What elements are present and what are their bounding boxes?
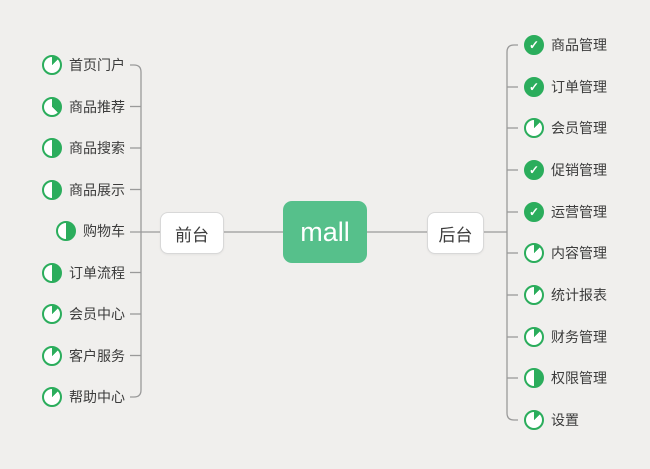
topic-member-center[interactable]: 会员中心 <box>42 302 125 326</box>
front-branch-node[interactable]: 前台 <box>160 212 224 254</box>
topic-settings[interactable]: 设置 <box>524 408 579 432</box>
topic-label: 商品推荐 <box>69 98 125 115</box>
topic-label: 统计报表 <box>551 286 607 303</box>
topic-label: 商品展示 <box>69 181 125 198</box>
topic-label: 购物车 <box>83 223 125 239</box>
topic-label: 促销管理 <box>551 161 607 178</box>
topic-permission-manage[interactable]: 权限管理 <box>524 366 607 390</box>
topic-home-portal[interactable]: 首页门户 <box>42 53 125 77</box>
check-icon: ✓ <box>524 76 544 97</box>
topic-label: 会员管理 <box>551 120 607 137</box>
topic-finance-manage[interactable]: 财务管理 <box>524 325 607 349</box>
topic-label: 商品搜索 <box>69 140 125 156</box>
back-branch-node[interactable]: 后台 <box>427 212 484 254</box>
topic-member-manage[interactable]: 会员管理 <box>524 116 607 140</box>
topic-label: 帮助中心 <box>69 389 125 405</box>
progress-pie-icon <box>42 138 62 158</box>
progress-pie-icon <box>524 284 544 305</box>
topic-label: 订单流程 <box>69 264 125 281</box>
topic-promotion-manage[interactable]: ✓ 促销管理 <box>524 158 607 182</box>
progress-pie-icon <box>42 96 62 117</box>
topic-statistics-report[interactable]: 统计报表 <box>524 283 607 307</box>
progress-pie-icon <box>42 55 62 75</box>
topic-label: 订单管理 <box>551 78 607 95</box>
topic-content-manage[interactable]: 内容管理 <box>524 241 607 265</box>
front-branch-topics: 首页门户 商品推荐 商品搜索 商品展示 购物车 订单流程 会员中心 客户服务 帮… <box>0 53 125 409</box>
progress-pie-icon <box>524 243 544 264</box>
topic-product-manage[interactable]: ✓ 商品管理 <box>524 33 607 57</box>
topic-shopping-cart[interactable]: 购物车 <box>56 219 125 243</box>
progress-pie-icon <box>42 262 62 283</box>
topic-product-search[interactable]: 商品搜索 <box>42 136 125 160</box>
topic-order-flow[interactable]: 订单流程 <box>42 261 125 285</box>
topic-label: 财务管理 <box>551 328 607 345</box>
progress-pie-icon <box>524 409 544 430</box>
root-node-mall[interactable]: mall <box>283 201 367 263</box>
topic-order-manage[interactable]: ✓ 订单管理 <box>524 75 607 99</box>
progress-pie-icon <box>56 221 76 241</box>
topic-label: 首页门户 <box>69 57 125 73</box>
progress-pie-icon <box>524 118 544 139</box>
topic-label: 商品管理 <box>551 37 607 53</box>
topic-label: 内容管理 <box>551 245 607 262</box>
topic-label: 权限管理 <box>551 370 607 387</box>
topic-label: 设置 <box>551 411 579 428</box>
progress-pie-icon <box>42 345 62 366</box>
progress-pie-icon <box>524 326 544 347</box>
check-icon: ✓ <box>524 35 544 55</box>
progress-pie-icon <box>42 387 62 407</box>
topic-customer-service[interactable]: 客户服务 <box>42 344 125 368</box>
topic-product-display[interactable]: 商品展示 <box>42 178 125 202</box>
topic-help-center[interactable]: 帮助中心 <box>42 385 125 409</box>
topic-label: 客户服务 <box>69 347 125 364</box>
progress-pie-icon <box>524 368 544 389</box>
back-branch-topics: ✓ 商品管理 ✓ 订单管理 会员管理 ✓ 促销管理 ✓ 运营管理 内容管理 统计… <box>524 33 607 432</box>
progress-pie-icon <box>42 304 62 324</box>
check-icon: ✓ <box>524 201 544 222</box>
topic-label: 运营管理 <box>551 203 607 220</box>
topic-label: 会员中心 <box>69 306 125 322</box>
topic-product-recommend[interactable]: 商品推荐 <box>42 95 125 119</box>
topic-operation-manage[interactable]: ✓ 运营管理 <box>524 200 607 224</box>
check-icon: ✓ <box>524 159 544 180</box>
progress-pie-icon <box>42 179 62 200</box>
